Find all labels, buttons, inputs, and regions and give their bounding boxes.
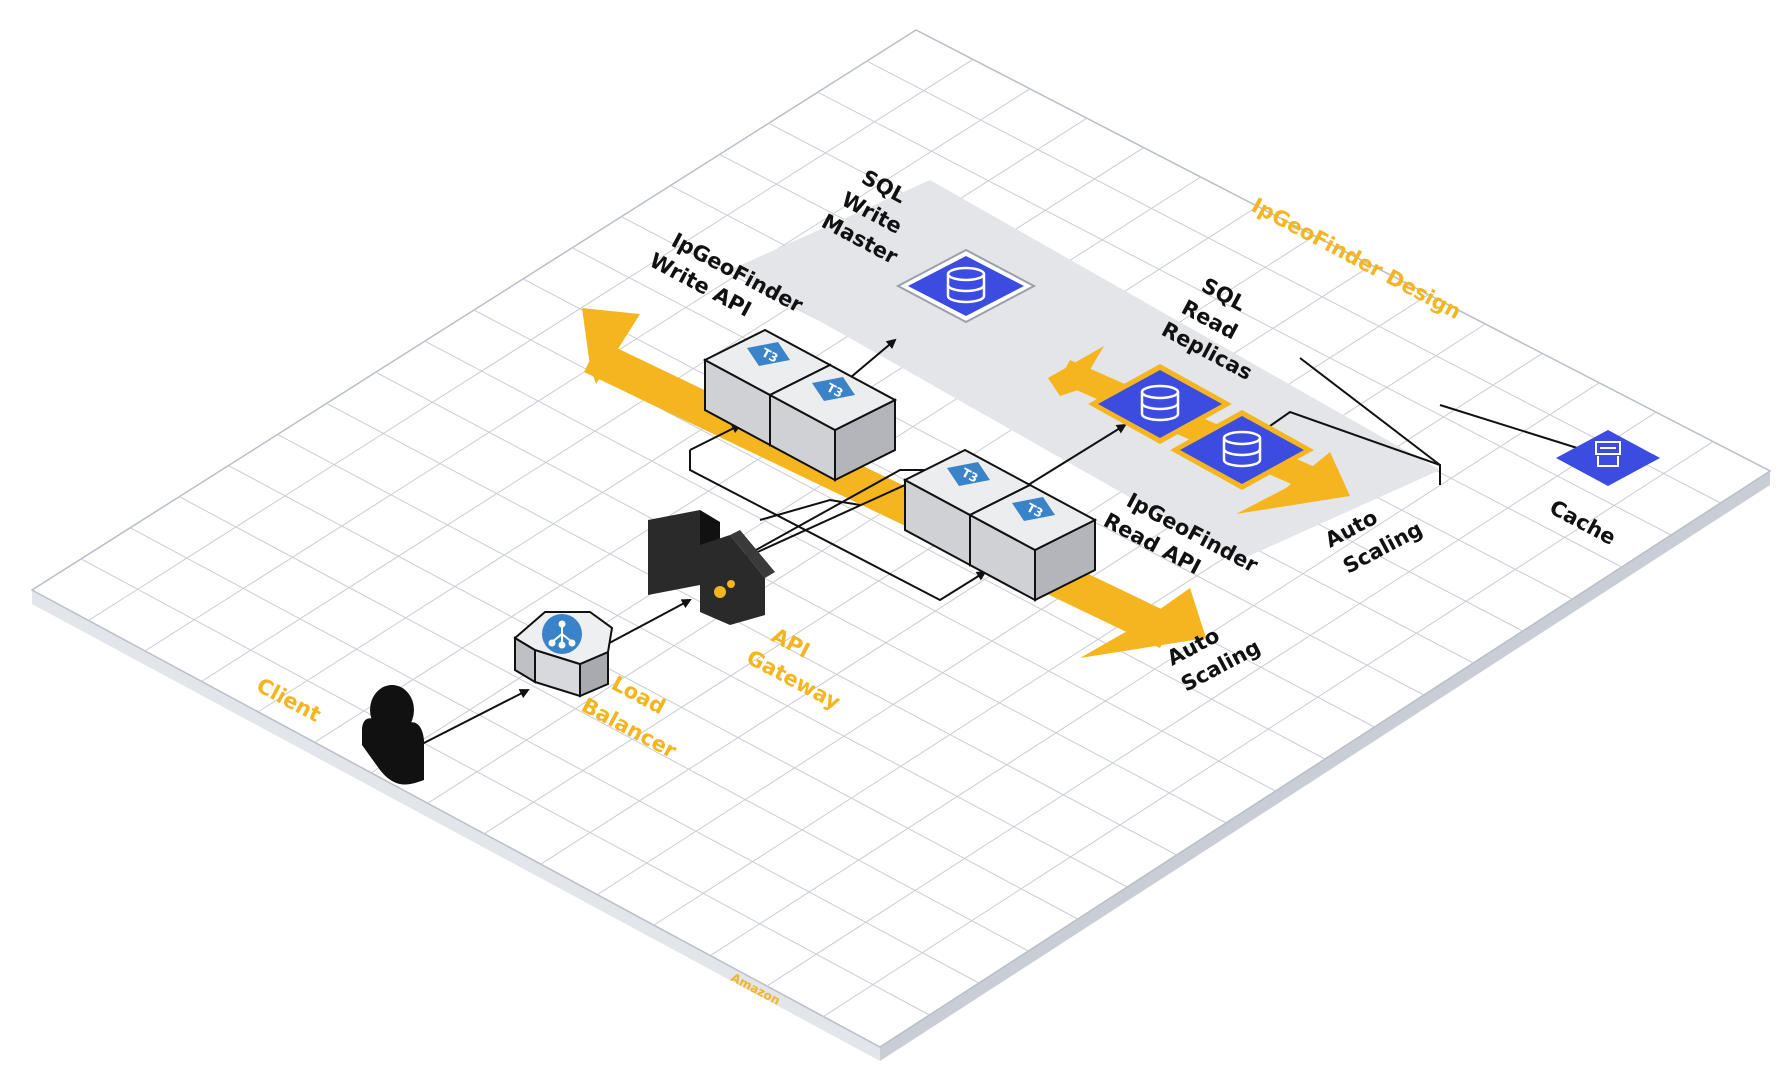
read-api-instance-2: T3: [967, 483, 1098, 602]
grid-line: [766, 411, 1657, 987]
sql-read-replicas: [1088, 364, 1314, 490]
database-icon: [1140, 384, 1180, 422]
api-gateway: [648, 510, 775, 625]
instance-type-label: T3: [1024, 500, 1045, 520]
grid-line: [710, 382, 1600, 957]
cache: [1556, 430, 1660, 486]
grid-line: [277, 434, 1128, 888]
api-gateway-icon: [714, 580, 735, 598]
grid-line: [179, 496, 1029, 952]
isometric-board: [30, 29, 1772, 1061]
instance-type-label: T3: [759, 345, 780, 365]
grid-line: [823, 441, 1714, 1017]
database-icon: [1222, 430, 1262, 468]
cache-icon: [1595, 441, 1621, 467]
grid-line: [80, 558, 930, 1016]
load-balancer: [513, 611, 614, 698]
load-balancer-icon: [548, 620, 576, 649]
database-icon: [946, 266, 986, 304]
user-icon: [362, 685, 424, 785]
grid-line: [326, 402, 1177, 856]
grid-line: [228, 465, 1079, 920]
grid-line: [866, 60, 1721, 504]
grid-line: [129, 527, 980, 984]
grid-line: [88, 58, 974, 621]
write-api-instance-2: T3: [767, 363, 898, 482]
grid-line: [424, 340, 1276, 792]
instance-type-label: T3: [959, 465, 980, 485]
sql-write-master: [895, 248, 1037, 324]
client: [362, 685, 424, 785]
read-api-group: T3 T3: [902, 448, 1098, 602]
grid-line: [817, 91, 1672, 536]
write-api-group: T3 T3: [702, 328, 898, 482]
instance-type-label: T3: [824, 380, 845, 400]
grid-line: [375, 371, 1227, 824]
